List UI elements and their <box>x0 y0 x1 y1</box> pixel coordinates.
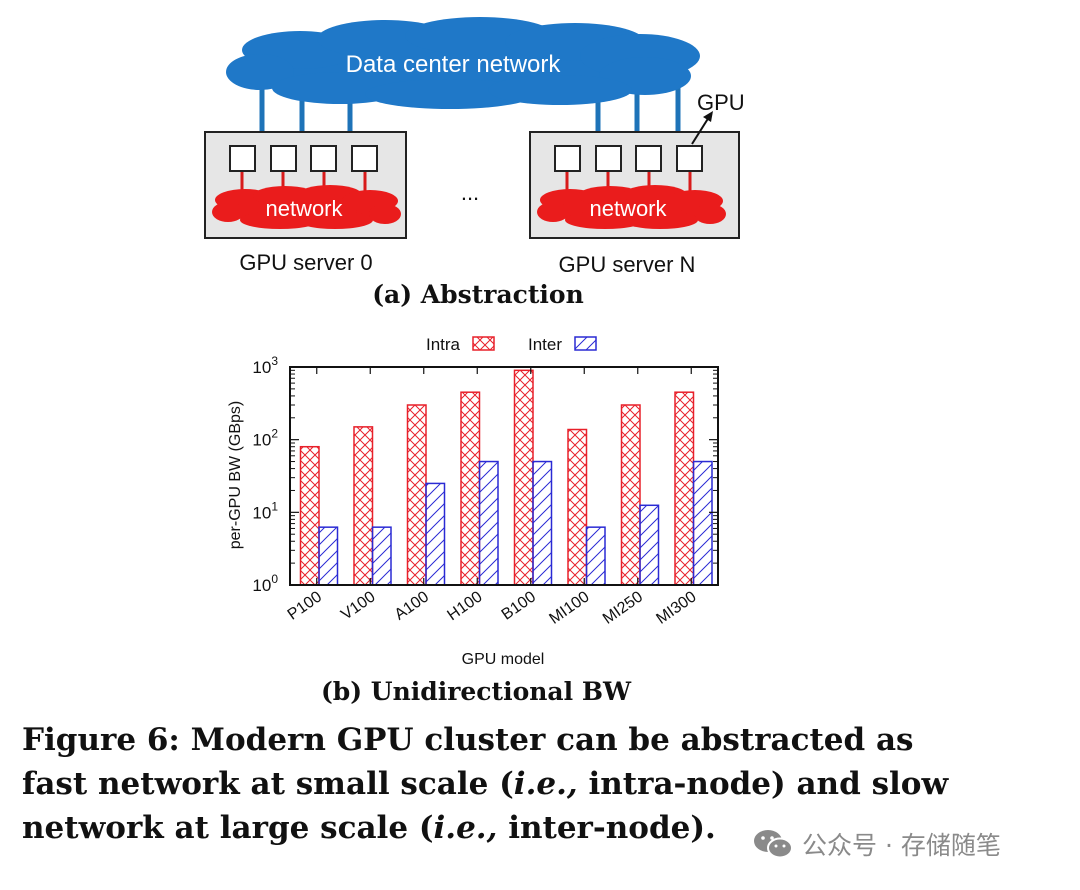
caption-ie-1: i.e., <box>513 766 578 802</box>
y-tick-label: 100 <box>252 572 278 595</box>
subcaption-b: (b) Unidirectional BW <box>321 677 632 706</box>
bar-intra-b100 <box>513 369 534 586</box>
gpu-boxes <box>554 145 703 172</box>
bar-intra-mi300 <box>674 391 695 586</box>
x-tick-label-p100: P100 <box>285 588 325 623</box>
network-label: network <box>589 196 667 221</box>
datacenter-cloud <box>226 17 700 109</box>
x-tick-label-a100: A100 <box>392 588 432 623</box>
wechat-icon <box>754 830 793 859</box>
caption-ie-2: i.e., <box>433 810 498 846</box>
bandwidth-chart: Intra Inter 100 101 102 103 P100 V100 A100 H10… <box>227 335 719 706</box>
gpu-pointer-arrow <box>691 111 713 145</box>
cloud-label: Data center network <box>346 51 562 78</box>
x-tick-label-v100: V100 <box>338 588 378 623</box>
gpu-boxes <box>229 145 378 172</box>
network-label: network <box>265 196 343 221</box>
legend-inter-swatch <box>574 336 597 351</box>
y-axis-label: per-GPU BW (GBps) <box>227 401 244 549</box>
bar-inter-mi100 <box>585 526 606 586</box>
bar-inter-mi250 <box>639 504 660 586</box>
caption-part-3: inter-node). <box>497 810 716 846</box>
abstraction-diagram: Data center network <box>204 17 745 309</box>
watermark-text: 公众号 · 存储随笔 <box>802 831 1001 860</box>
caption-part-1: Figure 6: Modern GPU cluster can be abst… <box>22 722 914 802</box>
watermark: 公众号 · 存储随笔 <box>752 826 1001 862</box>
bar-inter-v100 <box>371 526 392 586</box>
bar-intra-v100 <box>353 426 374 586</box>
bar-intra-mi250 <box>620 404 641 586</box>
x-tick-label-mi300: MI300 <box>653 588 699 627</box>
server-network-cloud <box>537 185 726 229</box>
x-tick-label-h100: H100 <box>444 588 485 624</box>
server-network-cloud <box>212 185 401 229</box>
bar-inter-p100 <box>318 526 339 586</box>
ellipsis: ... <box>461 180 479 205</box>
subcaption-a: (a) Abstraction <box>372 280 584 309</box>
x-tick-label-mi250: MI250 <box>600 588 646 627</box>
gpu-server-0: network <box>204 131 407 239</box>
bar-inter-mi300 <box>692 460 713 586</box>
x-axis-label: GPU model <box>462 651 545 668</box>
y-tick-label: 101 <box>252 499 278 522</box>
gpu-server-n: network <box>529 131 740 239</box>
legend-intra-swatch <box>472 336 495 351</box>
caption-part-2: intra-node) and slow network at large sc… <box>22 766 949 846</box>
y-tick-label: 102 <box>252 427 278 450</box>
server-right-label: GPU server N <box>559 252 696 277</box>
chart-legend: Intra Inter <box>426 335 597 354</box>
legend-intra-label: Intra <box>426 335 461 354</box>
x-tick-label-mi100: MI100 <box>546 588 592 627</box>
figure-caption: Figure 6: Modern GPU cluster can be abst… <box>22 718 952 850</box>
bar-inter-a100 <box>425 482 446 586</box>
bar-inter-h100 <box>478 460 499 586</box>
y-tick-label: 103 <box>252 354 278 377</box>
bar-intra-a100 <box>406 404 427 586</box>
gpu-pointer-label: GPU <box>697 90 745 115</box>
bar-intra-p100 <box>299 445 320 586</box>
bar-intra-mi100 <box>567 428 588 586</box>
chart-bars <box>299 369 713 586</box>
server-left-label: GPU server 0 <box>239 250 372 275</box>
plot-frame <box>289 366 719 586</box>
legend-inter-label: Inter <box>528 335 562 354</box>
bar-intra-h100 <box>460 391 481 586</box>
x-tick-label-b100: B100 <box>499 588 539 623</box>
bar-inter-b100 <box>532 460 553 586</box>
